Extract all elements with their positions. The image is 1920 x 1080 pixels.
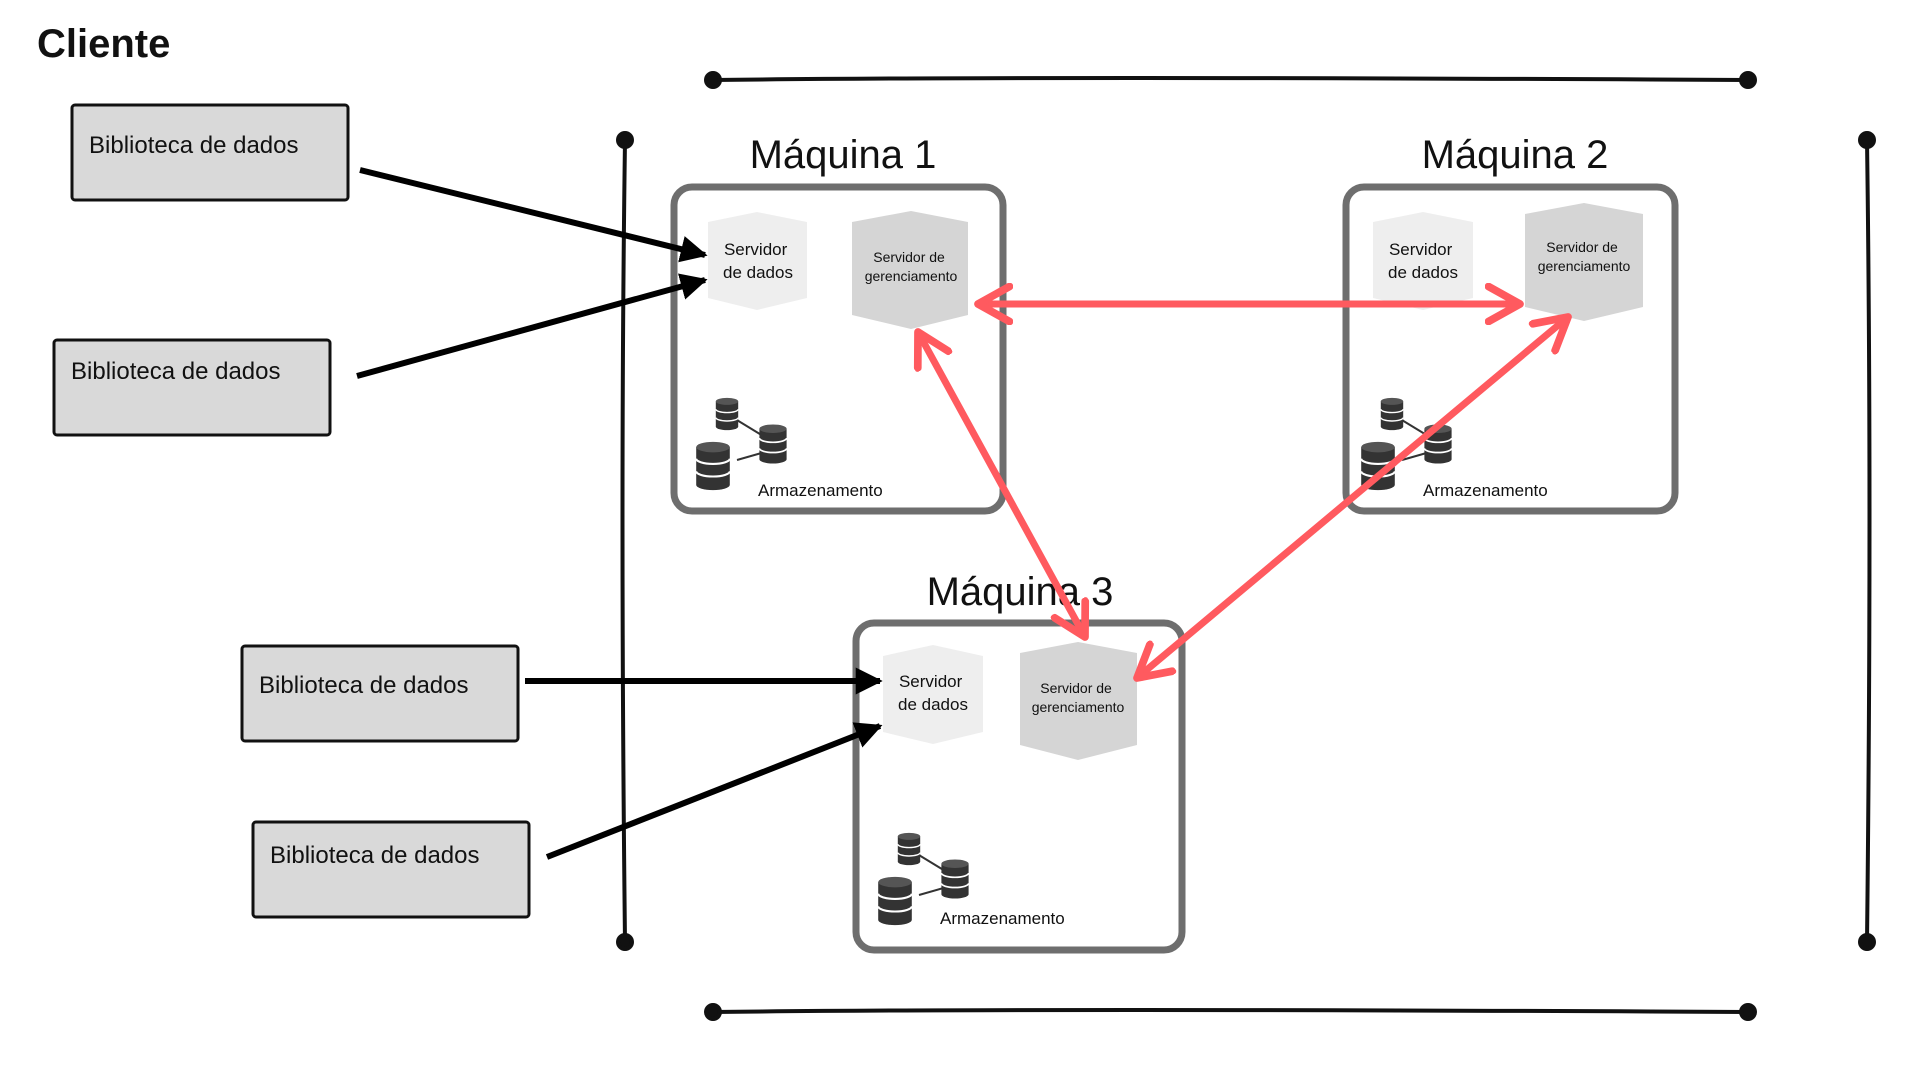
client-arrow-2 (356, 273, 708, 379)
library-label: Biblioteca de dados (89, 132, 298, 159)
data-server: Servidor de dados (708, 212, 807, 310)
machine-3: Máquina 3 Servidor de dados Servidor de … (852, 570, 1186, 954)
boundary-left (620, 138, 627, 944)
boundary-bottom (711, 1008, 1750, 1014)
storage-label: Armazenamento (758, 481, 883, 500)
boundary-top (711, 76, 1750, 82)
data-server-label: Servidor de dados (898, 672, 968, 714)
database-icon (877, 875, 913, 927)
machine-2: Máquina 2 Servidor de dados Servidor de … (1342, 133, 1679, 515)
library-box-1: Biblioteca de dados (70, 103, 350, 202)
library-box-3: Biblioteca de dados (240, 644, 520, 743)
management-server: Servidor de gerenciamento (1020, 642, 1137, 760)
storage-cluster: Armazenamento (877, 832, 1065, 928)
library-label: Biblioteca de dados (270, 842, 479, 869)
client-arrow-4 (545, 722, 883, 860)
data-server-label: Servidor de dados (723, 240, 793, 282)
library-box-2: Biblioteca de dados (52, 338, 332, 437)
cluster-boundary (616, 71, 1876, 1021)
data-server: Servidor de dados (883, 645, 983, 744)
storage-label: Armazenamento (940, 909, 1065, 928)
client-connections (356, 167, 883, 860)
database-icon (940, 858, 970, 900)
client-arrow-1 (359, 167, 708, 263)
management-server-label: Servidor de gerenciamento (865, 249, 958, 284)
library-label: Biblioteca de dados (259, 672, 468, 699)
storage-label: Armazenamento (1423, 481, 1548, 500)
management-server: Servidor de gerenciamento (852, 211, 968, 329)
mgmt-link-1-3 (918, 332, 1085, 637)
library-box-4: Biblioteca de dados (251, 820, 531, 919)
client-title: Cliente (37, 22, 170, 66)
data-server: Servidor de dados (1373, 212, 1473, 310)
library-label: Biblioteca de dados (71, 358, 280, 385)
database-icon (897, 832, 921, 866)
machine-title: Máquina 2 (1422, 133, 1609, 177)
database-icon (758, 423, 788, 465)
management-server-label: Servidor de gerenciamento (1538, 239, 1631, 274)
boundary-right (1865, 138, 1872, 944)
database-icon (1380, 397, 1404, 431)
mgmt-link-3-2 (1137, 317, 1568, 678)
management-server-label: Servidor de gerenciamento (1032, 680, 1125, 715)
machine-title: Máquina 1 (750, 133, 937, 177)
storage-cluster: Armazenamento (695, 397, 883, 500)
management-links (918, 304, 1568, 678)
machine-title: Máquina 3 (927, 570, 1114, 614)
data-server-label: Servidor de dados (1388, 240, 1458, 282)
database-icon (715, 397, 739, 431)
database-icon (695, 440, 731, 492)
management-server: Servidor de gerenciamento (1525, 203, 1643, 321)
machine-1: Máquina 1 Servidor de dados Servidor de … (670, 133, 1007, 515)
